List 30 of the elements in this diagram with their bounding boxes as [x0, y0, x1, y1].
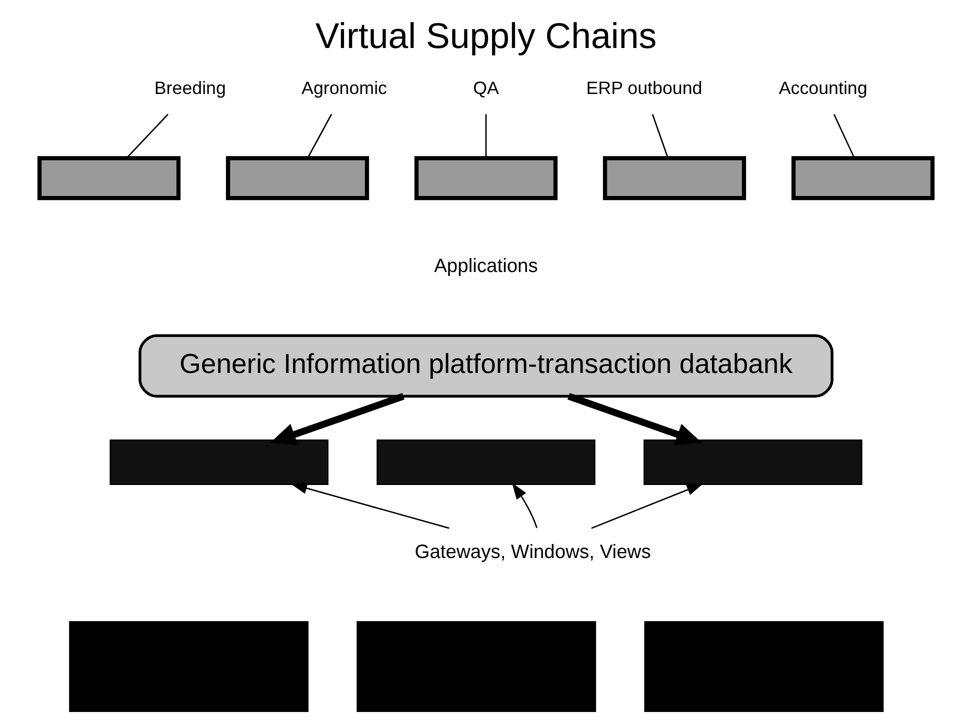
node-box	[790, 156, 934, 200]
diagram-title: Virtual Supply Chains	[314, 16, 656, 56]
node-text: QA	[472, 78, 498, 98]
node-box: Generic Information platform-transaction databank	[138, 334, 833, 398]
node-box	[644, 621, 884, 712]
node-text: Breeding	[154, 78, 226, 98]
arrow	[511, 482, 537, 528]
node-box	[376, 440, 595, 485]
node-box	[225, 156, 369, 200]
arrow	[269, 393, 404, 446]
node-box	[68, 621, 308, 712]
label: Applications	[434, 256, 538, 277]
connector	[306, 114, 332, 158]
connector	[651, 114, 668, 158]
arrow	[590, 484, 703, 529]
node-box	[356, 621, 596, 712]
connector	[126, 114, 168, 158]
node-text: Agronomic	[301, 78, 387, 98]
node-box	[36, 156, 180, 200]
node-box	[109, 440, 328, 485]
node-text: Gateways, Windows, Views	[414, 542, 650, 564]
node-box	[602, 156, 746, 200]
node-text: Accounting	[778, 78, 867, 98]
node-box	[643, 440, 862, 485]
connector	[832, 114, 854, 158]
arrow	[566, 393, 702, 446]
connector	[484, 114, 486, 158]
node-text: ERP outbound	[586, 78, 702, 98]
arrow	[290, 482, 449, 529]
node-box	[414, 156, 558, 200]
